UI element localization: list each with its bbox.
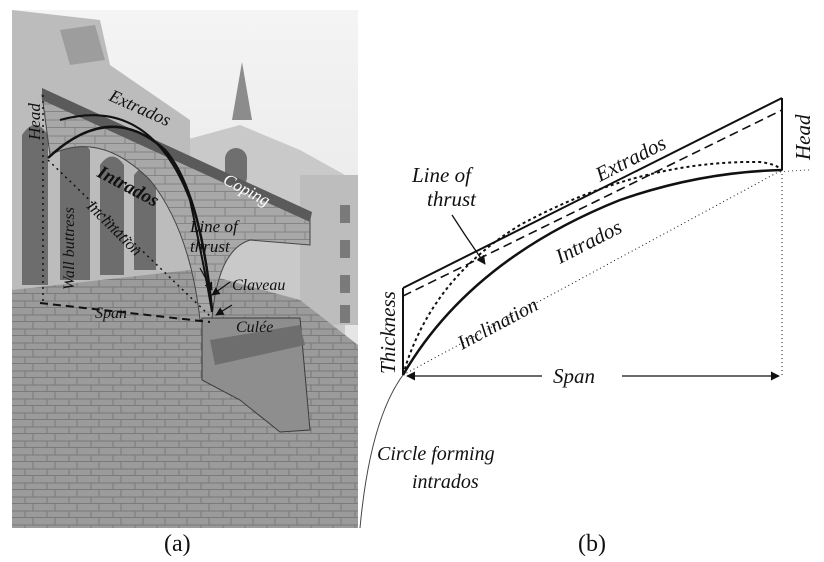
label-b-circle-1: Circle forming bbox=[377, 443, 495, 465]
line-of-thrust-pointer bbox=[451, 214, 486, 265]
extrados-line bbox=[402, 97, 783, 289]
claveau-arrow-2 bbox=[199, 267, 213, 291]
label-span: Span bbox=[95, 305, 127, 322]
claveau-arrow-3 bbox=[215, 304, 233, 316]
intrados-curve bbox=[47, 125, 214, 311]
roof-dormer bbox=[60, 25, 105, 65]
line-of-thrust-dotted bbox=[402, 160, 783, 376]
panel-b-diagram: Line of thrust Extrados Head Intrados In… bbox=[359, 97, 815, 529]
label-b-line-of-thrust-2: thrust bbox=[427, 187, 477, 211]
cathedral-windows bbox=[22, 125, 156, 285]
side-building-windows bbox=[340, 205, 350, 323]
label-b-inclination: Inclination bbox=[453, 294, 542, 355]
label-wall-buttress: Wall buttress bbox=[61, 207, 78, 290]
circle-arc-lower bbox=[359, 374, 404, 529]
label-claveau: Claveau bbox=[232, 277, 285, 294]
panel-a-photo: Head Extrados Coping Intrados Inclinatio… bbox=[12, 10, 358, 528]
claveau-arrow-1 bbox=[211, 281, 231, 296]
church-spire bbox=[232, 62, 252, 120]
extrados-dashed-line bbox=[402, 109, 783, 297]
label-b-line-of-thrust-1: Line of bbox=[411, 163, 474, 187]
caption-b: (b) bbox=[578, 531, 606, 557]
label-b-circle-2: intrados bbox=[412, 471, 479, 493]
label-head: Head bbox=[25, 103, 44, 141]
circle-arc-upper bbox=[779, 169, 813, 173]
label-b-thickness: Thickness bbox=[376, 291, 400, 374]
coping-strip bbox=[42, 88, 312, 222]
label-b-span: Span bbox=[553, 364, 595, 388]
inclination-line bbox=[47, 159, 213, 319]
span-line bbox=[39, 302, 211, 323]
caption-a: (a) bbox=[164, 531, 191, 557]
pier-ledge bbox=[210, 325, 305, 365]
flying-buttress bbox=[41, 94, 311, 321]
label-culee: Culée bbox=[236, 319, 273, 336]
label-line-of-thrust-1: Line of bbox=[189, 217, 240, 236]
label-b-head: Head bbox=[791, 114, 815, 161]
intrados-line bbox=[401, 168, 783, 376]
label-line-of-thrust-2: thrust bbox=[190, 237, 231, 256]
